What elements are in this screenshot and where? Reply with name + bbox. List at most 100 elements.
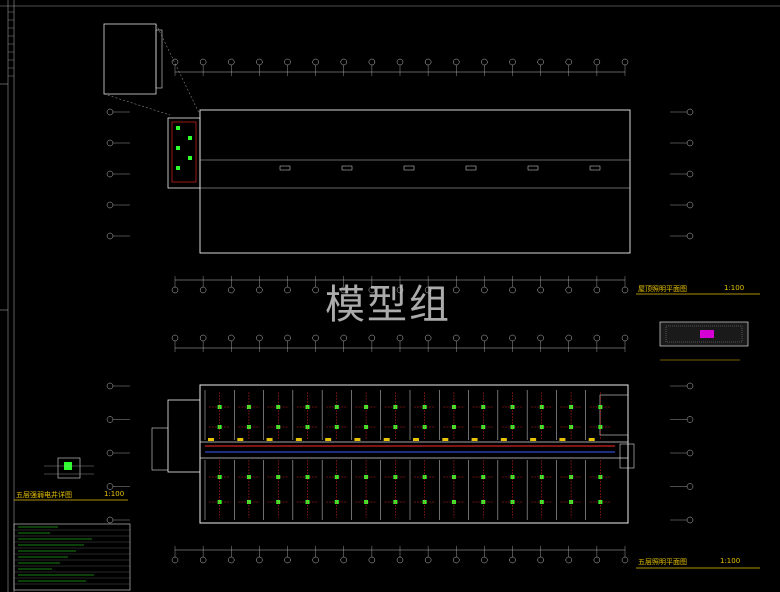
device [176,146,180,150]
axis-bubble [509,334,516,342]
axis-bubble [171,556,179,564]
axis-bubble [284,334,291,342]
axis-bubble [228,556,235,564]
tag-mark [413,438,419,441]
axis-bubble [453,334,460,342]
axis-bubble [686,516,694,524]
axis-bubble [106,139,114,147]
axis-bubble [284,58,291,66]
axis-bubble [312,334,319,342]
tag-mark [325,438,332,441]
axis-bubble [256,556,263,564]
axis-bubble [537,334,544,342]
axis-bubble [565,58,572,66]
axis-bubble [340,334,347,342]
fifth-plan [106,334,694,564]
axis-bubble [593,556,601,564]
axis-bubble [481,334,488,342]
axis-bubble [256,334,263,342]
axis-bubble [453,556,460,564]
roof-plan-scale: 1:100 [724,284,745,292]
axis-bubble [368,58,376,66]
axis-bubble [106,108,114,116]
fifth-outline [199,384,629,524]
detail-inset [103,23,157,95]
axis-bubble [312,286,319,294]
axis-bubble [509,58,516,66]
tag-mark [442,438,449,441]
tag-mark [266,438,273,441]
axis-bubble [284,286,291,294]
roof-fixture [527,165,539,171]
roof-fixture [589,165,601,171]
fifth-plan-scale: 1:100 [720,557,741,565]
axis-bubble [312,556,319,564]
device [176,166,180,170]
axis-bubble [396,556,404,564]
axis-bubble [424,556,432,564]
section-detail [659,321,749,361]
tag-mark [559,438,566,441]
axis-bubble [686,483,694,490]
tag-mark [471,438,478,441]
tag-mark [295,438,302,441]
axis-bubble [481,286,488,294]
axis-bubble [565,334,572,342]
axis-bubble [368,556,376,564]
axis-bubble [686,170,694,178]
axis-bubble [106,416,114,423]
tag-mark [588,438,595,441]
roof-plan [103,23,694,294]
device [176,126,180,130]
axis-bubble [453,286,460,294]
axis-bubble [565,286,572,294]
shaft-detail-title: 五层强弱电井详图 [16,491,72,499]
axis-bubble [396,334,404,342]
tag-mark [237,438,244,441]
axis-bubble [106,483,114,490]
axis-bubble [340,58,347,66]
axis-bubble [424,58,432,66]
axis-bubble [368,334,376,342]
axis-bubble [199,286,207,294]
roof-fixture [403,165,415,171]
axis-bubble [228,334,235,342]
tag-mark [500,438,507,441]
axis-bubble [621,58,629,66]
axis-bubble [171,286,179,294]
axis-bubble [453,58,460,66]
axis-bubble [593,286,601,294]
axis-bubble [593,58,601,66]
roof-fixture [465,165,477,171]
axis-bubble [424,334,432,342]
axis-bubble [199,556,207,564]
device [188,136,192,140]
tag-mark [208,438,214,441]
shaft-detail-scale: 1:100 [104,490,125,498]
axis-bubble [396,58,404,66]
axis-bubble [686,449,694,457]
axis-bubble [686,232,694,240]
shaft-detail [44,457,94,479]
axis-bubble [256,58,263,66]
axis-bubble [686,139,694,147]
axis-bubble [106,201,114,209]
axis-bubble [686,416,694,423]
fifth-plan-title: 五层照明平面图 [638,558,687,566]
axis-bubble [537,556,544,564]
axis-bubble [593,334,601,342]
axis-bubble [284,556,291,564]
tag-mark [383,438,390,441]
roof-fixture [341,165,353,171]
axis-bubble [106,382,114,390]
axis-bubble [621,556,629,564]
axis-bubble [199,334,207,342]
axis-bubble [340,556,347,564]
stair-room [171,121,197,183]
axis-bubble [106,449,114,457]
axis-bubble [228,286,235,294]
axis-bubble [106,232,114,240]
roof-plan-title: 屋顶照明平面图 [638,285,687,293]
